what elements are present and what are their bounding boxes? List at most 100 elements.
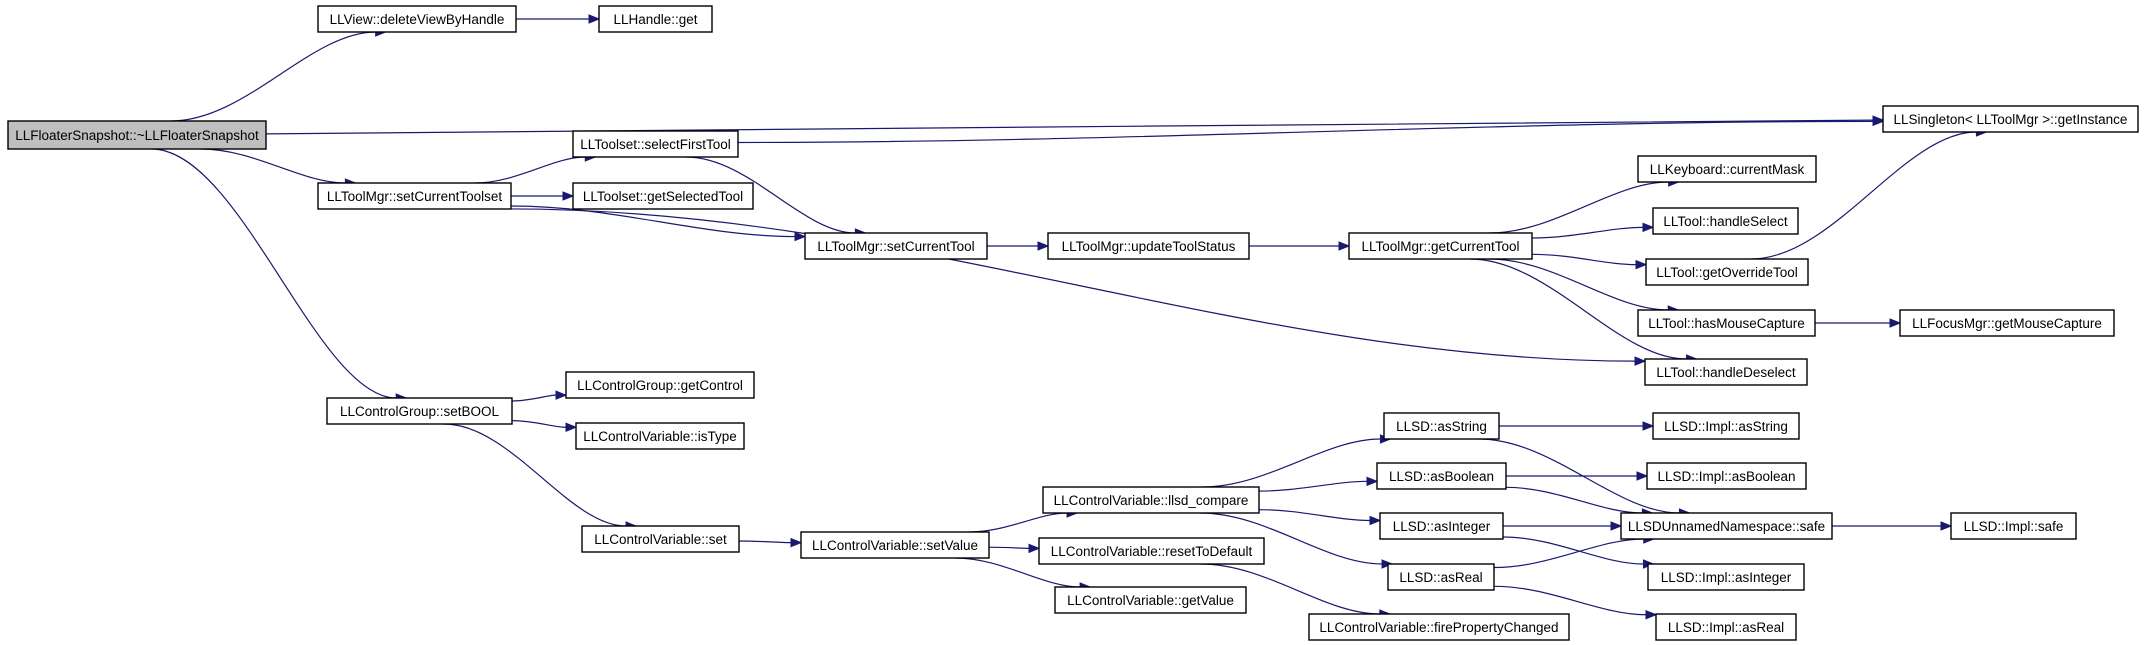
edge-set-bool-to-get-control [511,394,557,402]
node-box [1644,358,1808,386]
arrowhead-as-integer [1369,515,1382,526]
edge-get-current-tool-to-handle-select [1531,226,1644,239]
node-box [581,525,740,553]
node-label: LLToolMgr::updateToolStatus [1062,239,1236,254]
node-set-value[interactable]: LLControlVariable::setValue [800,531,990,559]
edge-select-first-tool-to-singleton-get-instance [737,120,1874,144]
node-get-control[interactable]: LLControlGroup::getControl [565,371,755,399]
arrowhead-handle-get [588,14,601,24]
node-as-boolean[interactable]: LLSD::asBoolean [1376,462,1507,490]
node-fire-property-changed[interactable]: LLControlVariable::firePropertyChanged [1308,613,1570,641]
node-label: LLControlGroup::setBOOL [340,404,500,419]
node-box [1308,613,1570,641]
arrowhead-get-current-tool [1338,241,1351,251]
node-box [1348,232,1533,260]
node-box [572,182,754,210]
node-label: LLFloaterSnapshot::~LLFloaterSnapshot [15,128,259,143]
edge-set-value-to-llsd-compare [968,512,1068,533]
node-handle-get[interactable]: LLHandle::get [598,5,713,33]
node-has-mouse-capture[interactable]: LLTool::hasMouseCapture [1637,309,1816,337]
arrowhead-handle-deselect [1634,356,1647,366]
node-get-current-tool[interactable]: LLToolMgr::getCurrentTool [1348,232,1533,260]
edge-root-to-delete-view-by-handle [170,31,376,122]
edge-set-current-toolset-to-set-current-tool [510,205,796,238]
node-box [1383,412,1500,440]
node-box [1038,537,1265,565]
node-get-mouse-capture[interactable]: LLFocusMgr::getMouseCapture [1899,309,2115,337]
node-box [1387,563,1495,591]
node-delete-view-by-handle[interactable]: LLView::deleteViewByHandle [317,5,517,33]
node-select-first-tool[interactable]: LLToolset::selectFirstTool [572,130,739,158]
node-update-tool-status[interactable]: LLToolMgr::updateToolStatus [1047,232,1250,260]
arrowhead-as-real [1381,559,1394,569]
node-box [1950,512,2077,540]
node-as-real[interactable]: LLSD::asReal [1387,563,1495,591]
node-get-selected-tool[interactable]: LLToolset::getSelectedTool [572,182,754,210]
node-box [800,531,990,559]
arrowhead-set-current-tool [794,231,807,242]
node-box [1637,155,1817,183]
edge-llsd-compare-to-as-integer [1258,509,1371,522]
arrowhead-get-control [555,390,568,400]
node-label: LLToolset::getSelectedTool [583,189,743,204]
node-set-bool[interactable]: LLControlGroup::setBOOL [326,397,513,425]
edge-set-bool-to-is-type [511,420,567,428]
node-box [1646,462,1807,490]
arrowhead-as-boolean [1366,476,1379,487]
node-as-integer[interactable]: LLSD::asInteger [1379,512,1504,540]
node-label: LLToolset::selectFirstTool [580,137,731,152]
edge-llsd-compare-to-as-boolean [1258,480,1368,492]
node-llsd-compare[interactable]: LLControlVariable::llsd_compare [1042,486,1260,514]
node-impl-as-string[interactable]: LLSD::Impl::asString [1652,412,1800,440]
edge-root-to-set-bool [151,148,397,399]
node-get-override-tool[interactable]: LLTool::getOverrideTool [1645,258,1809,286]
node-impl-as-boolean[interactable]: LLSD::Impl::asBoolean [1646,462,1807,490]
node-as-string[interactable]: LLSD::asString [1383,412,1500,440]
node-label: LLControlVariable::firePropertyChanged [1319,620,1558,635]
node-box [575,422,745,450]
node-current-mask[interactable]: LLKeyboard::currentMask [1637,155,1817,183]
node-label: LLSD::Impl::asInteger [1661,570,1792,585]
node-impl-as-integer[interactable]: LLSD::Impl::asInteger [1647,563,1805,591]
node-impl-safe[interactable]: LLSD::Impl::safe [1950,512,2077,540]
node-box [1652,412,1800,440]
node-box [1054,586,1247,614]
node-handle-deselect[interactable]: LLTool::handleDeselect [1644,358,1808,386]
node-get-value[interactable]: LLControlVariable::getValue [1054,586,1247,614]
node-box [1899,309,2115,337]
arrowhead-impl-as-boolean [1636,471,1649,481]
node-label: LLSD::asBoolean [1389,469,1494,484]
arrowhead-update-tool-status [1037,241,1050,251]
node-root[interactable]: LLFloaterSnapshot::~LLFloaterSnapshot [7,120,267,150]
node-singleton-get-instance[interactable]: LLSingleton< LLToolMgr >::getInstance [1882,105,2139,133]
node-label: LLSD::asInteger [1393,519,1491,534]
node-box [1620,512,1833,540]
node-unnamed-safe[interactable]: LLSDUnnamedNamespace::safe [1620,512,1833,540]
edge-set-current-toolset-to-handle-deselect [510,208,1636,362]
arrowhead-impl-as-real [1645,609,1658,620]
node-is-type[interactable]: LLControlVariable::isType [575,422,745,450]
node-impl-as-real[interactable]: LLSD::Impl::asReal [1655,613,1797,641]
node-label: LLSD::Impl::asBoolean [1657,469,1795,484]
node-label: LLToolMgr::setCurrentToolset [327,189,503,204]
node-handle-select[interactable]: LLTool::handleSelect [1652,207,1799,235]
node-cv-set[interactable]: LLControlVariable::set [581,525,740,553]
node-box [1379,512,1504,540]
node-label: LLTool::getOverrideTool [1656,265,1798,280]
node-reset-to-default[interactable]: LLControlVariable::resetToDefault [1038,537,1265,565]
edge-get-current-tool-to-current-mask [1488,181,1669,234]
arrowhead-impl-safe [1940,521,1953,531]
node-set-current-tool[interactable]: LLToolMgr::setCurrentTool [804,232,988,260]
node-label: LLTool::handleSelect [1663,214,1788,229]
node-box [326,397,513,425]
node-set-current-toolset[interactable]: LLToolMgr::setCurrentToolset [317,182,512,210]
node-box [1645,258,1809,286]
node-label: LLView::deleteViewByHandle [330,12,505,27]
edge-llsd-compare-to-as-string [1202,438,1381,488]
edge-cv-set-to-set-value [738,540,792,544]
node-label: LLControlGroup::getControl [577,378,743,393]
node-label: LLControlVariable::resetToDefault [1051,544,1253,559]
edge-get-current-tool-to-get-override-tool [1531,253,1637,266]
arrowhead-unnamed-safe [1610,521,1623,531]
node-box [1637,309,1816,337]
